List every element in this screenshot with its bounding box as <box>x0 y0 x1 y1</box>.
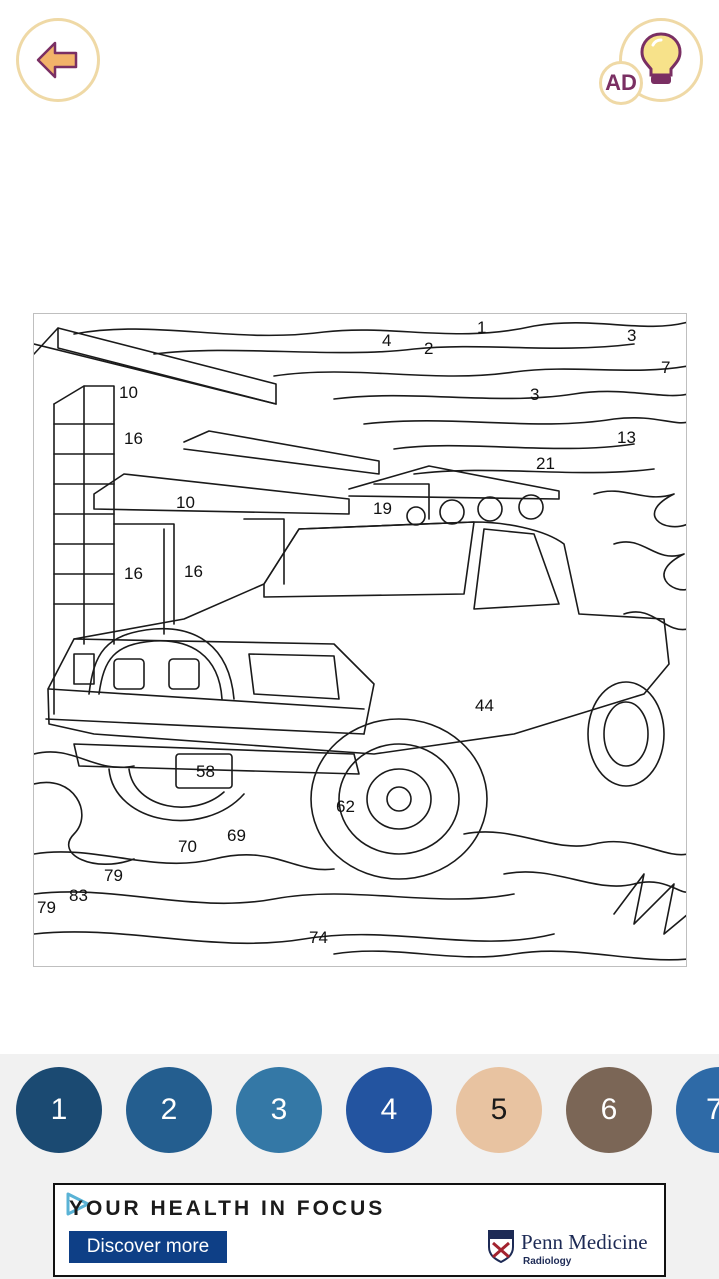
ad-headline: YOUR HEALTH IN FOCUS <box>69 1197 386 1220</box>
region-number[interactable]: 21 <box>536 454 555 473</box>
shield-icon <box>488 1230 514 1263</box>
ad-brand-name: Penn Medicine <box>521 1230 648 1254</box>
region-number[interactable]: 79 <box>37 898 56 917</box>
color-swatch-4[interactable]: 4 <box>346 1067 432 1153</box>
discover-more-button[interactable]: Discover more <box>69 1231 227 1263</box>
back-button[interactable] <box>16 18 100 102</box>
color-swatch-1[interactable]: 1 <box>16 1067 102 1153</box>
region-number[interactable]: 16 <box>124 429 143 448</box>
region-number[interactable]: 2 <box>424 339 434 358</box>
region-number[interactable]: 1 <box>477 318 487 337</box>
ad-brand-sub: Radiology <box>523 1256 572 1267</box>
color-swatch-7[interactable]: 7 <box>676 1067 719 1153</box>
region-number[interactable]: 16 <box>124 564 143 583</box>
color-swatch-3[interactable]: 3 <box>236 1067 322 1153</box>
ad-banner[interactable]: YOUR HEALTH IN FOCUS Discover more Penn … <box>53 1183 666 1277</box>
back-arrow-icon <box>36 41 78 79</box>
region-number[interactable]: 69 <box>227 826 246 845</box>
region-number[interactable]: 3 <box>627 326 637 345</box>
color-swatch-2[interactable]: 2 <box>126 1067 212 1153</box>
line-art-illustration <box>34 321 686 961</box>
ad-area: YOUR HEALTH IN FOCUS Discover more Penn … <box>0 1166 719 1279</box>
region-number[interactable]: 7 <box>661 358 671 377</box>
region-number[interactable]: 62 <box>336 797 355 816</box>
region-number[interactable]: 58 <box>196 762 215 781</box>
region-number[interactable]: 44 <box>475 696 494 715</box>
region-number[interactable]: 70 <box>178 837 197 856</box>
lightbulb-icon <box>640 32 682 84</box>
ad-play-icon <box>66 1192 90 1216</box>
region-number[interactable]: 10 <box>176 493 195 512</box>
color-swatch-6[interactable]: 6 <box>566 1067 652 1153</box>
region-number[interactable]: 4 <box>382 331 392 350</box>
region-number[interactable]: 10 <box>119 383 138 402</box>
region-number[interactable]: 16 <box>184 562 203 581</box>
color-swatch-5[interactable]: 5 <box>456 1067 542 1153</box>
region-number[interactable]: 74 <box>309 928 328 947</box>
region-number[interactable]: 13 <box>617 428 636 447</box>
color-palette[interactable]: 1 2 3 4 5 6 7 <box>0 1054 719 1166</box>
top-bar: AD <box>0 0 719 120</box>
region-number[interactable]: 83 <box>69 886 88 905</box>
region-number[interactable]: 19 <box>373 499 392 518</box>
coloring-canvas[interactable]: 1 2 4 3 7 3 10 16 13 21 10 19 16 16 44 5… <box>33 313 687 967</box>
region-number[interactable]: 3 <box>530 385 540 404</box>
ad-badge[interactable]: AD <box>599 61 643 105</box>
region-number[interactable]: 79 <box>104 866 123 885</box>
ad-brand: Penn Medicine Radiology <box>487 1229 659 1271</box>
